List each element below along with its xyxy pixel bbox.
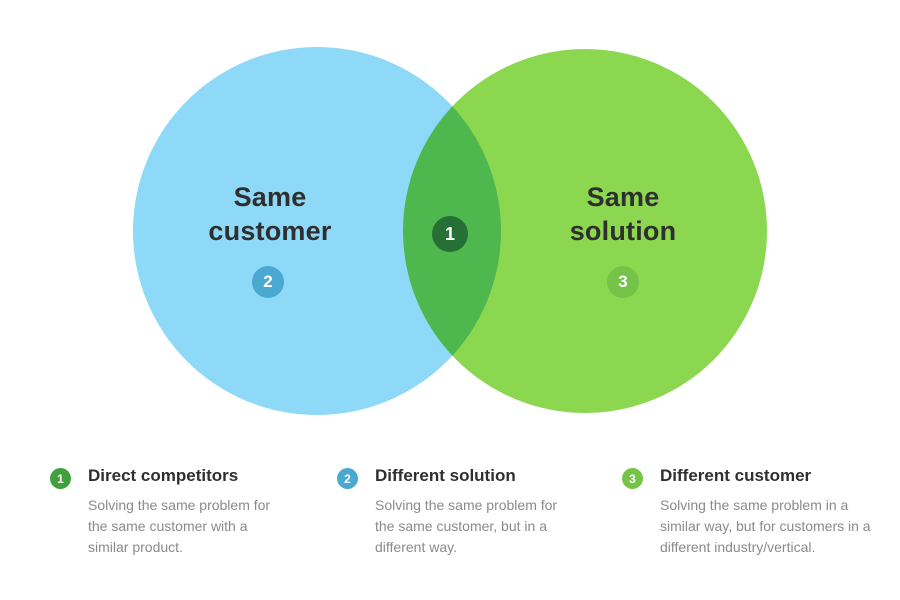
- same-solution-label: Same solution: [569, 182, 677, 246]
- legend-desc-direct-competitors: Solving the same problem for the same cu…: [88, 497, 271, 555]
- legend-title-different-solution: Different solution: [375, 466, 516, 485]
- solution-badge-3: 3: [607, 266, 639, 298]
- legend-badge-2: 2: [337, 468, 358, 489]
- legend-title-direct-competitors: Direct competitors: [88, 466, 239, 485]
- legend-title-different-customer: Different customer: [660, 466, 812, 485]
- legend-badge-3: 3: [622, 468, 643, 489]
- legend-badge-1: 1: [50, 468, 71, 489]
- customer-badge-2: 2: [252, 266, 284, 298]
- overlap-badge-1: 1: [432, 216, 468, 252]
- legend-desc-different-solution: Solving the same problem for the same cu…: [375, 497, 558, 555]
- same-customer-label: Same customer: [208, 182, 332, 246]
- legend-item-direct-competitors: 1 Direct competitors Solving the same pr…: [50, 466, 295, 558]
- legend-item-different-solution: 2 Different solution Solving the same pr…: [337, 466, 582, 558]
- legend-item-different-customer: 3 Different customer Solving the same pr…: [622, 466, 877, 558]
- legend-desc-different-customer: Solving the same problem in a similar wa…: [660, 497, 871, 555]
